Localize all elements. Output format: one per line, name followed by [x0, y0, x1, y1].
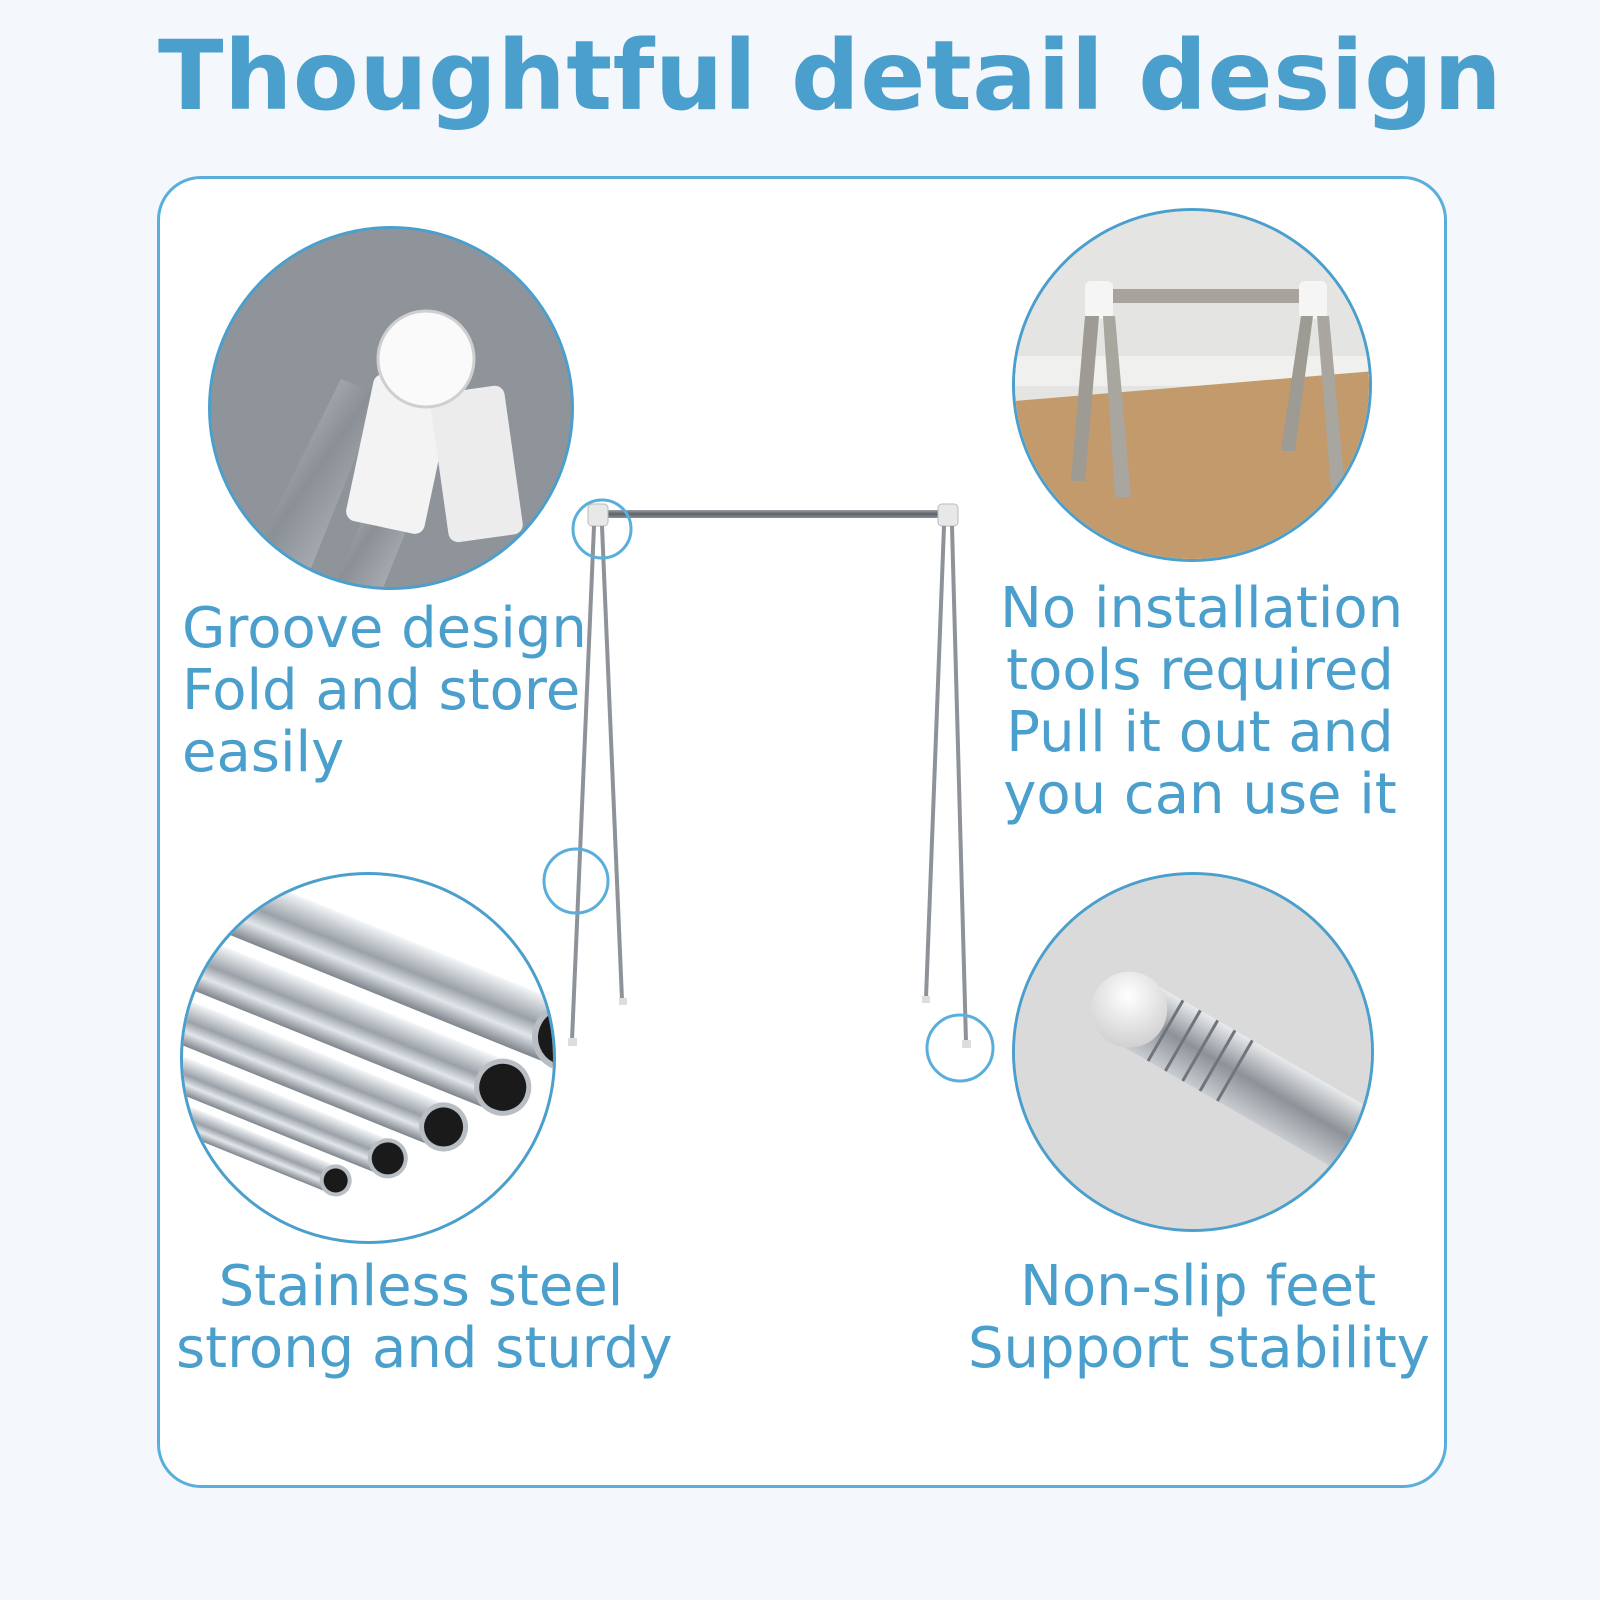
caption-line: easily — [182, 720, 345, 785]
caption-line: Groove design — [182, 596, 587, 661]
highlight-ring-foot — [925, 1013, 995, 1083]
caption-line: Support stability — [968, 1316, 1430, 1381]
feature-caption-stainless: Stainless steel strong and sturdy — [176, 1254, 673, 1381]
caption-line: No installation — [1000, 576, 1404, 641]
feature-caption-non-slip: Non-slip feet Support stability — [968, 1254, 1430, 1381]
caption-line: strong and sturdy — [176, 1316, 673, 1381]
hinge-joint-photo — [208, 226, 574, 590]
caption-line: tools required — [1006, 638, 1394, 703]
caption-line: Fold and store — [182, 658, 581, 723]
page-title: Thoughtful detail design — [158, 20, 1503, 132]
caption-line: Non-slip feet — [1019, 1254, 1377, 1319]
steel-tubes-photo — [180, 872, 556, 1244]
feature-caption-no-tools: No installation tools required Pull it o… — [1000, 576, 1404, 827]
feature-caption-groove: Groove design Fold and store easily — [182, 598, 587, 784]
highlight-ring-top-joint — [571, 498, 633, 560]
clothes-rack-illustration — [568, 503, 971, 1048]
highlight-ring-leg — [542, 847, 610, 915]
rubber-foot-photo — [1012, 872, 1374, 1232]
caption-line: Pull it out and — [1006, 700, 1394, 765]
caption-line: Stainless steel — [218, 1254, 624, 1319]
caption-line: you can use it — [1003, 762, 1397, 827]
folding-rack-photo — [1012, 208, 1372, 562]
